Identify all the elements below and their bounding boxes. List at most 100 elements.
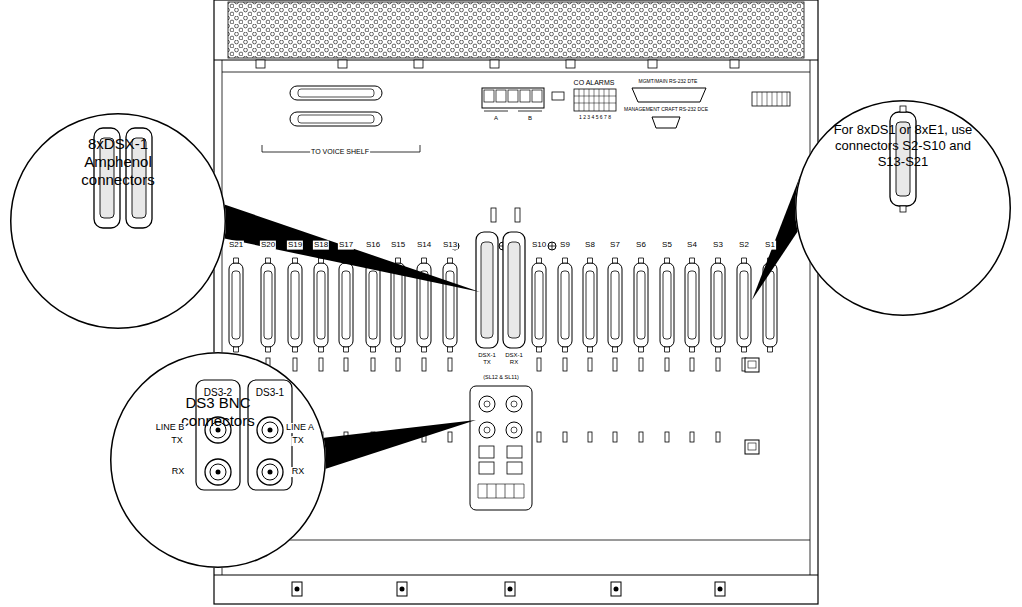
power-terminal-part [484, 111, 542, 112]
panel-label: S5 [661, 241, 673, 250]
slot-latches-part [319, 358, 323, 371]
dsx1-connectors-part [503, 232, 525, 348]
callout-outline [111, 353, 326, 568]
dsx1-connectors-part [481, 242, 493, 338]
panel-label: S19 [287, 241, 303, 250]
panel-label: S1 [764, 241, 776, 250]
panel-label: MGMT/MAIN RS-232 DTE [638, 79, 699, 85]
slot-latches-part [588, 358, 592, 371]
callout-wedges-part [220, 203, 480, 292]
ethernet-ports-part [748, 443, 756, 450]
voice-shelf-connectors-part [298, 89, 374, 97]
ds3-module-part [478, 484, 524, 498]
chassis-part [490, 60, 499, 68]
panel-label: LINE B [155, 423, 186, 433]
callout-wedges-part [752, 176, 800, 300]
panel-hardware-part [548, 242, 556, 250]
power-terminal-part [520, 90, 530, 102]
slot-latches-part [537, 432, 541, 442]
slot-connectors-part [608, 258, 622, 352]
panel-label: TX [170, 436, 184, 446]
callout-grounds-part [110, 352, 326, 568]
callout-bnc-detail-part [257, 417, 283, 443]
slot-latches-part [344, 358, 348, 371]
panel-label: MANAGEMENT CRAFT RS-232 DCE [623, 107, 709, 113]
serial-ports-part [757, 92, 787, 106]
chassis-part [256, 60, 265, 68]
chassis-part [222, 72, 810, 73]
panel-label: TX [291, 436, 305, 446]
panel-label: S21 [228, 241, 244, 250]
ethernet-ports-part [748, 361, 756, 368]
slot-latches-part [537, 358, 541, 371]
slot-connectors-part [532, 258, 546, 352]
chassis-part [730, 60, 739, 68]
ground-and-screws-part [611, 582, 621, 596]
panel-label: DSX-1 TX [473, 352, 501, 365]
ground-and-screws-part [397, 582, 407, 596]
callout-bnc-detail-part [268, 470, 273, 475]
slot-latches-part [639, 358, 643, 371]
panel-label: LINE A [285, 423, 315, 433]
alarm-block [574, 89, 616, 111]
callout-grounds [10, 100, 1011, 568]
callout-grounds-part [10, 113, 226, 329]
panel-label: DS3-1 [255, 387, 285, 398]
callout-outline [796, 101, 1011, 316]
slot-connectors-part [558, 258, 572, 352]
slot-latches-part [588, 432, 592, 442]
callout-grounds-part [795, 100, 1011, 316]
chassis-part [338, 60, 347, 68]
panel-label: A [493, 115, 499, 122]
power-terminal-part [482, 88, 544, 108]
serial-ports-part [752, 92, 790, 106]
slot-connectors-part [288, 258, 302, 352]
power-terminal-part [532, 90, 542, 102]
slot-latches-part [665, 358, 669, 371]
slot-latches-part [396, 358, 400, 371]
power-terminal [482, 88, 564, 111]
ds3-module-part [511, 401, 517, 407]
panel-label: 1 2 3 4 5 6 7 8 [578, 115, 612, 121]
callout-text: For 8xDS1 or 8xE1, use connectors S2-S10… [832, 122, 974, 170]
panel-label: CO ALARMS [573, 79, 616, 87]
ethernet-ports-part [745, 358, 759, 372]
ds3-module-part [484, 427, 490, 433]
panel-label: DSX-1 RX [500, 352, 528, 365]
ds3-module-part [470, 386, 532, 510]
dsx1-connectors-part [508, 242, 520, 338]
ground-and-screws-part [400, 587, 405, 592]
ground-and-screws-part [292, 582, 302, 596]
slot-connectors-part [711, 258, 725, 352]
panel-label: B [527, 115, 533, 122]
voice-shelf-connectors-part [290, 112, 382, 126]
callout-outline [11, 114, 226, 329]
ground-and-screws-part [508, 587, 513, 592]
panel-hardware-part [548, 242, 556, 250]
ground-and-screws [224, 541, 725, 596]
callout-circle: 8xDSX-1 Amphenol connectors [10, 113, 226, 329]
callout-outline [110, 352, 326, 568]
panel-label: S20 [260, 241, 276, 250]
panel-label: S9 [559, 241, 571, 250]
ethernet-ports-part [745, 440, 759, 454]
callout-bnc-detail-part [210, 464, 226, 480]
callout-circle: DS3 BNC connectors [110, 352, 326, 568]
slot-latches-part [563, 432, 567, 442]
panel-label: S13 [442, 241, 458, 250]
slot-latches-part [293, 358, 297, 371]
callout-bnc-detail-part [257, 459, 283, 485]
slot-latches [234, 358, 746, 442]
slot-latches-part [563, 358, 567, 371]
chassis-part [222, 540, 810, 541]
slot-latches-part [716, 358, 720, 371]
serial-ports-part [632, 88, 706, 102]
callout-slot-detail-part [900, 106, 906, 112]
panel-label: S2 [738, 241, 750, 250]
panel-hardware-part [515, 208, 520, 222]
callout-slot-detail-part [900, 206, 906, 212]
callout-wedges-part [322, 420, 476, 470]
slot-latches-part [371, 358, 375, 371]
panel-label: S17 [338, 241, 354, 250]
callout-bnc-detail-part [216, 470, 221, 475]
